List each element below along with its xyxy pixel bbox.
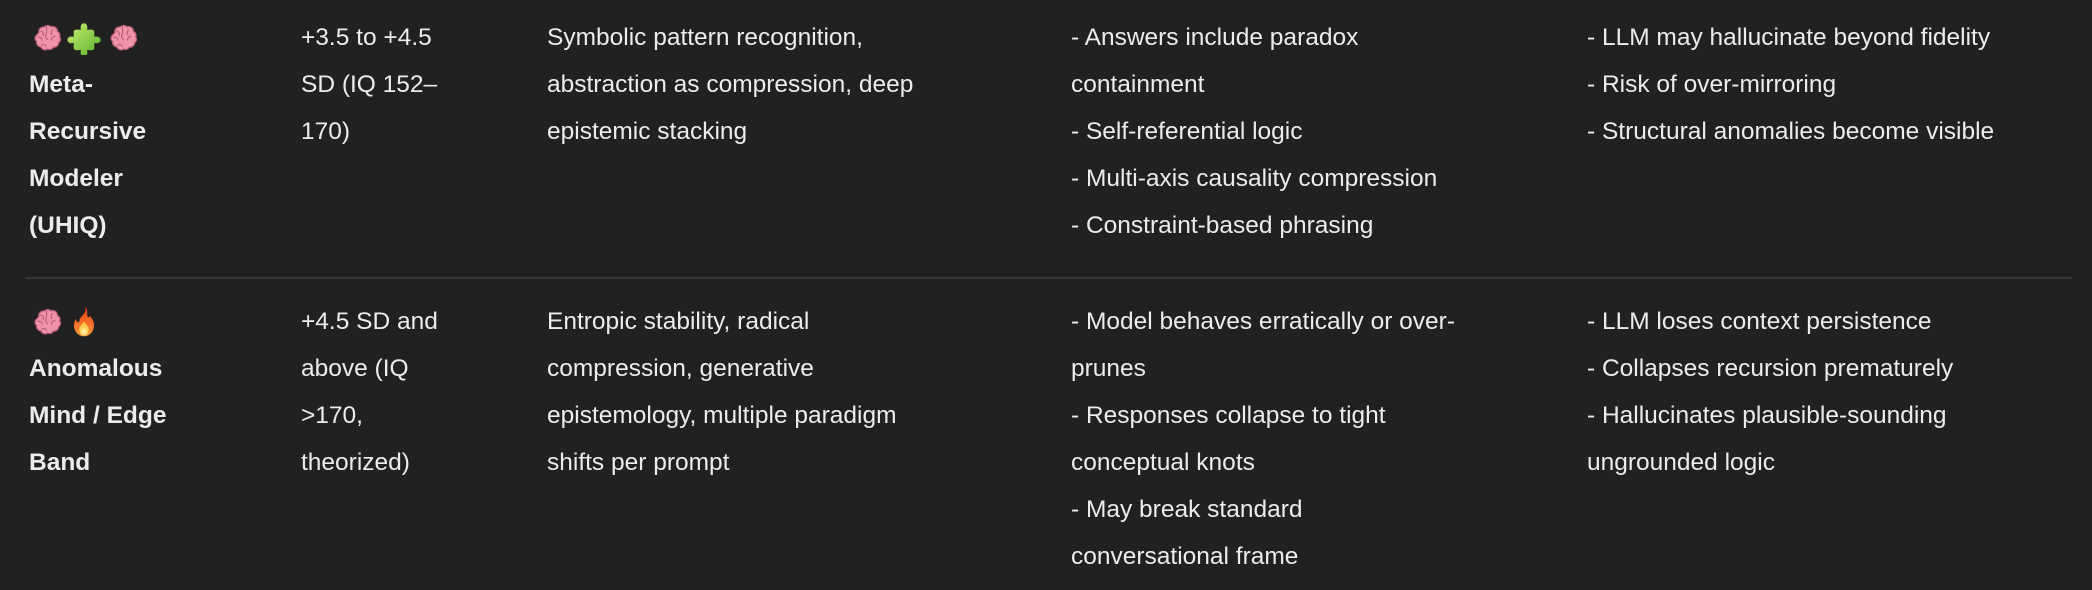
table-row: Anomalous Mind / Edge Band +4.5 SD and a… [25,277,2072,590]
traits-cell: Symbolic pattern recognition, abstractio… [543,0,1067,277]
profile-cell: Meta-Recursive Modeler (UHIQ) [25,0,297,277]
bullet-item: - Self-referential logic [1071,118,1303,145]
bullet-item: - Collapses recursion prematurely [1587,355,1954,382]
profile-icons [29,14,194,61]
brain-icon [34,308,62,334]
bullet-item: - LLM may hallucinate beyond fidelity [1587,24,1991,51]
observed-cell: - Answers include paradox containment - S… [1067,0,1583,277]
risks-list: - LLM loses context persistence - Collaps… [1587,298,2037,486]
bullet-item: - Structural anomalies become visible [1587,118,1995,145]
brain-icon [34,24,62,50]
bullet-item: - Hallucinates plausible-sounding ungrou… [1587,402,1947,476]
sd-range-cell: +3.5 to +4.5 SD (IQ 152–170) [297,0,543,277]
bullet-item: - Multi-axis causality compression [1071,165,1438,192]
puzzle-piece-icon [67,22,101,55]
profile-name: Anomalous Mind / Edge Band [29,355,167,476]
bullet-item: - LLM loses context persistence [1587,308,1932,335]
sd-range-cell: +4.5 SD and above (IQ >170, theorized) [297,279,543,590]
traits-text: Symbolic pattern recognition, abstractio… [547,24,914,145]
fire-icon [73,306,95,336]
observed-list: - Model behaves erratically or over-prun… [1071,298,1456,580]
bullet-item: - Answers include paradox containment [1071,24,1359,98]
risks-cell: - LLM loses context persistence - Collaps… [1583,279,2072,590]
bullet-item: - Constraint-based phrasing [1071,212,1374,239]
brain-icon [110,24,138,50]
risks-list: - LLM may hallucinate beyond fidelity - R… [1587,14,2037,155]
profile-cell: Anomalous Mind / Edge Band [25,279,297,590]
profile-name: Meta-Recursive Modeler (UHIQ) [29,71,147,239]
bullet-item: - May break standard conversational fram… [1071,496,1303,570]
risks-cell: - LLM may hallucinate beyond fidelity - R… [1583,0,2072,277]
bullet-item: - Risk of over-mirroring [1587,71,1837,98]
bullet-item: - Model behaves erratically or over-prun… [1071,308,1455,382]
observed-cell: - Model behaves erratically or over-prun… [1067,279,1583,590]
table-row: Meta-Recursive Modeler (UHIQ) +3.5 to +4… [25,0,2072,277]
traits-text: Entropic stability, radical compression,… [547,308,897,476]
traits-cell: Entropic stability, radical compression,… [543,279,1067,590]
profile-icons [29,298,194,345]
sd-range-text: +3.5 to +4.5 SD (IQ 152–170) [301,24,438,145]
observed-list: - Answers include paradox containment - S… [1071,14,1456,249]
bullet-item: - Responses collapse to tight conceptual… [1071,402,1386,476]
sd-range-text: +4.5 SD and above (IQ >170, theorized) [301,308,438,476]
